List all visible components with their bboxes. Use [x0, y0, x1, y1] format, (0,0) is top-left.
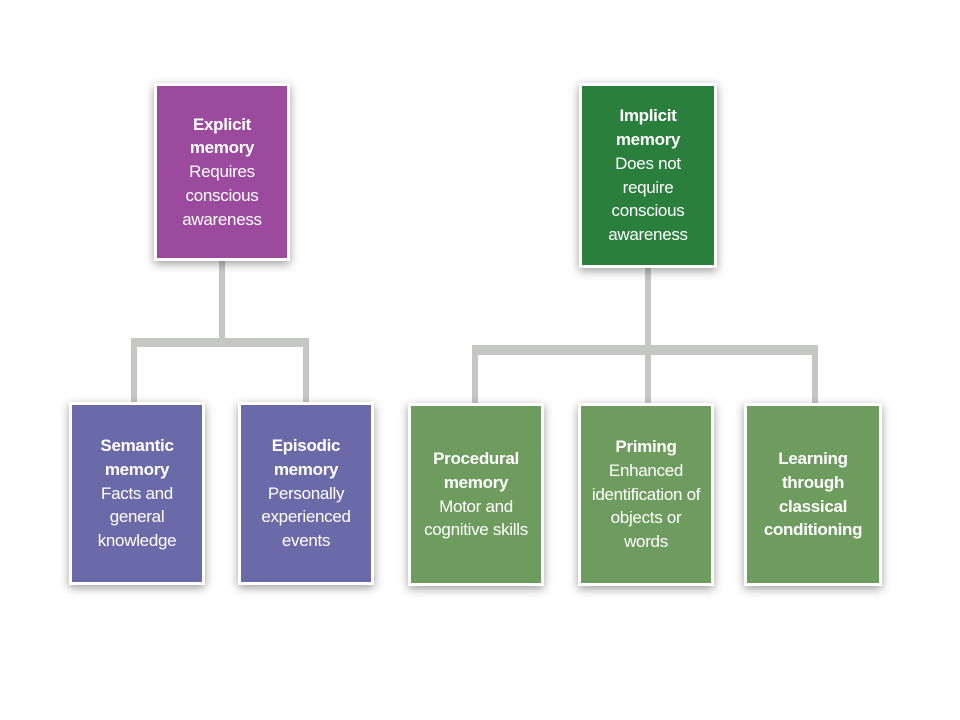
procedural-memory-box: Procedural memory Motor and cognitive sk… — [408, 403, 544, 586]
explicit-memory-line-1: Requires conscious — [185, 162, 259, 205]
episodic-memory-box: Episodic memory Personally experienced e… — [238, 402, 374, 585]
procedural-memory-title: Procedural memory — [433, 448, 519, 492]
episodic-memory-title: Episodic memory — [271, 436, 341, 479]
priming-line-3: objects or words — [610, 508, 682, 552]
connector-episodic-drop — [303, 338, 309, 404]
priming-line-2: identification of — [591, 484, 701, 504]
implicit-memory-title: Implicit memory — [615, 106, 681, 149]
priming-box: Priming Enhanced identification of objec… — [578, 403, 714, 586]
explicit-memory-box: Explicit memory Requires conscious aware… — [154, 83, 290, 261]
classical-conditioning-box: Learning through classical conditioning — [744, 403, 882, 586]
classical-conditioning-title: Learning through classical conditioning — [763, 448, 863, 540]
explicit-memory-line-2: awareness — [182, 209, 262, 229]
semantic-memory-title: Semantic memory — [100, 436, 174, 479]
connector-explicit-stem — [219, 259, 225, 341]
connector-classical-drop — [812, 345, 818, 405]
implicit-memory-line-1: Does not require — [615, 153, 681, 197]
priming-title: Priming — [615, 437, 677, 456]
connector-procedural-drop — [472, 345, 478, 405]
implicit-memory-box: Implicit memory Does not require conscio… — [579, 83, 717, 268]
priming-line-1: Enhanced — [608, 460, 684, 480]
procedural-memory-line-1: Motor and — [439, 496, 513, 516]
connector-semantic-drop — [131, 338, 137, 404]
connector-priming-drop — [645, 345, 651, 405]
semantic-memory-box: Semantic memory Facts and general knowle… — [69, 402, 205, 585]
episodic-memory-line-1: Personally — [267, 483, 345, 503]
semantic-memory-line-2: general knowledge — [97, 507, 177, 551]
episodic-memory-line-2: experienced events — [261, 507, 351, 551]
implicit-memory-line-2: conscious awareness — [608, 201, 688, 245]
explicit-memory-title: Explicit memory — [189, 114, 255, 158]
procedural-memory-line-2: cognitive skills — [424, 520, 528, 540]
connector-explicit-bar — [131, 338, 309, 347]
connector-implicit-stem — [645, 266, 651, 348]
semantic-memory-line-1: Facts and — [101, 483, 173, 503]
